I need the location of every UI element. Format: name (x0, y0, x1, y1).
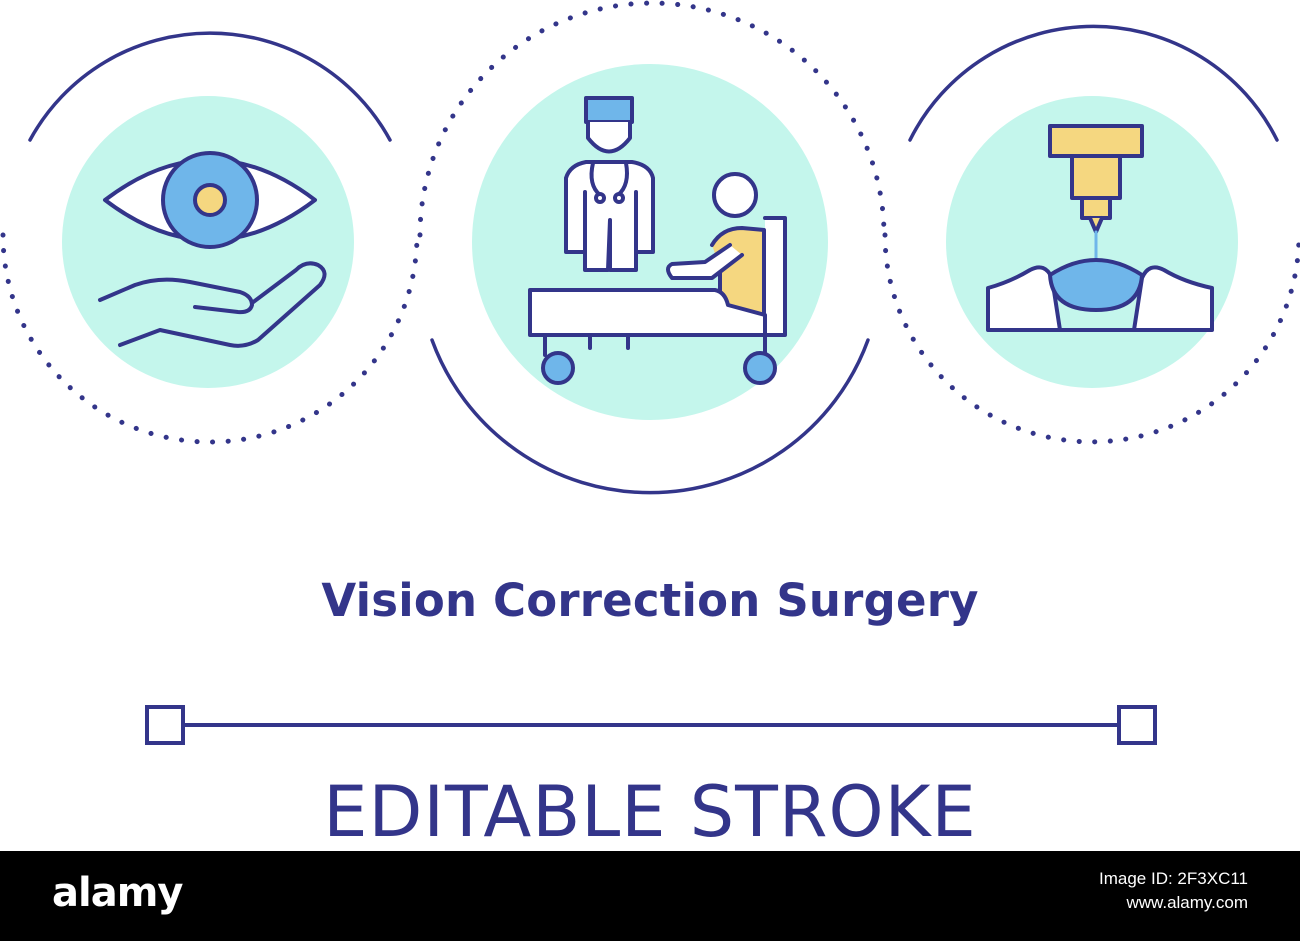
page-title: Vision Correction Surgery (321, 574, 979, 627)
middle-outer-solid-arc (430, 338, 870, 495)
doctor-patient-bed-icon (528, 96, 787, 385)
footer-bar (0, 851, 1300, 941)
brand-logo: alamy (52, 870, 183, 916)
editable-stroke-label: EDITABLE STROKE (323, 771, 977, 853)
site-url-label: www.alamy.com (1126, 893, 1248, 912)
editable-stroke-divider (145, 705, 1157, 745)
right-outer-solid-arc (908, 24, 1279, 142)
image-id-label: Image ID: 2F3XC11 (1099, 869, 1248, 888)
left-outer-solid-arc (28, 31, 392, 142)
eye-in-hand-icon (98, 151, 327, 348)
image-id-block: Image ID: 2F3XC11 www.alamy.com (1099, 867, 1248, 915)
laser-eye-surgery-icon (986, 124, 1214, 332)
